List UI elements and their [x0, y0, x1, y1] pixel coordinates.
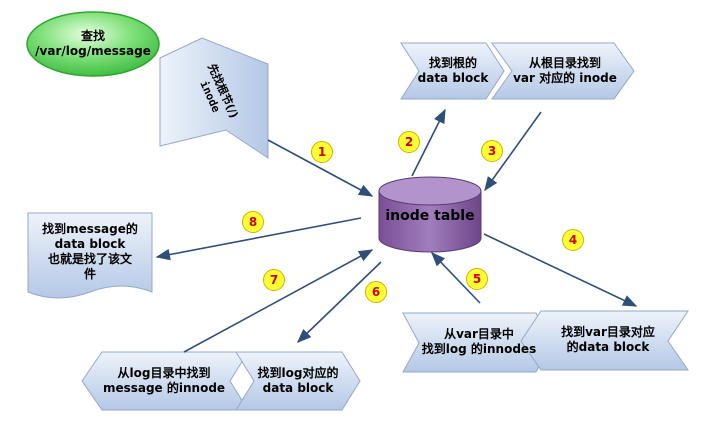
- result-document-label: 找到message的 data block 也就是找了该文 件: [30, 218, 150, 286]
- box-message-inode-line-2: message 的innode: [102, 381, 226, 395]
- box-var-data-block-line-2: 的data block: [566, 340, 650, 354]
- box-var-inode-shape: [491, 42, 635, 100]
- box-log-inodes-line-1: 从var目录中: [444, 327, 514, 341]
- step-badge-2: 2: [398, 131, 420, 153]
- box-log-inodes-line-2: 找到log 的innodes: [421, 342, 537, 356]
- box-var-data-block-shape: [520, 310, 689, 371]
- box-message-inode-line-1: 从log目录中找到: [117, 366, 211, 380]
- box-log-data-block-label: 找到log对应的 data block: [250, 358, 346, 404]
- step-badge-8: 8: [242, 211, 264, 233]
- start-label: 查找 /var/log/message: [27, 20, 159, 68]
- box-var-inode-line-2: var 对应的 inode: [513, 71, 617, 85]
- inode-table-label: inode table: [385, 207, 475, 224]
- box-log-inodes-label: 从var目录中 找到log 的innodes: [414, 318, 544, 366]
- arrow-step-5: [431, 251, 481, 304]
- step-badge-7: 7: [263, 269, 285, 291]
- step-badge-6: 6: [365, 281, 387, 303]
- box-log-data-block-line-1: 找到log对应的: [257, 366, 339, 380]
- result-doc-line-4: 件: [83, 267, 96, 281]
- center-label: inode table: [379, 200, 481, 232]
- step-badge-4: 4: [562, 229, 584, 251]
- box-var-data-block-line-1: 找到var目录对应: [561, 325, 655, 339]
- arrow-step-6: [296, 261, 382, 343]
- result-doc-line-1: 找到message的: [42, 222, 138, 236]
- start-oval: [26, 11, 160, 77]
- result-document-shape: [27, 212, 153, 299]
- step-badge-1: 1: [311, 141, 333, 163]
- box-log-data-block-shape: [235, 351, 361, 411]
- box-var-inode-label: 从根目录找到 var 对应的 inode: [505, 48, 625, 94]
- step-root-inode-shape: [159, 37, 269, 159]
- arrow-step-8: [155, 217, 362, 261]
- start-line-1: 查找: [80, 29, 105, 43]
- start-line-2: /var/log/message: [35, 44, 151, 58]
- arrow-step-7: [183, 249, 374, 353]
- arrow-step-2: [411, 108, 446, 177]
- result-doc-line-3: 也就是找了该文: [47, 252, 132, 266]
- box-root-data-block-line-1: 找到根的: [428, 56, 477, 70]
- box-log-data-block-line-2: data block: [262, 381, 334, 395]
- box-var-inode-line-1: 从根目录找到: [528, 56, 601, 70]
- box-message-inode-label: 从log目录中找到 message 的innode: [96, 358, 232, 404]
- box-root-data-block-line-2: data block: [417, 71, 489, 85]
- arrow-step-4: [483, 233, 638, 307]
- box-var-data-block-label: 找到var目录对应 的data block: [538, 317, 678, 363]
- inode-table-cylinder: [378, 176, 482, 253]
- step-badge-3: 3: [481, 140, 503, 162]
- box-root-data-block-shape: [400, 42, 505, 100]
- step-badge-5: 5: [466, 268, 488, 290]
- box-root-data-block-label: 找到根的 data block: [412, 48, 494, 94]
- arrow-step-3: [484, 111, 542, 192]
- result-doc-line-2: data block: [54, 237, 126, 251]
- box-log-inodes-shape: [402, 312, 553, 373]
- arrow-step-1: [267, 139, 374, 197]
